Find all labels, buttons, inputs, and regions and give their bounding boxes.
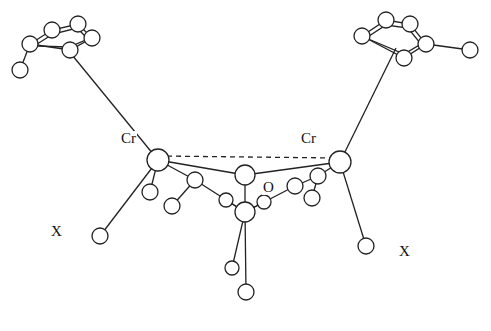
substituent-label: X [398,244,411,259]
atom-label: O [262,180,275,195]
atom-label: Cr [120,131,137,146]
substituent-label: X [50,224,63,239]
atom-label: Cr [300,131,317,146]
